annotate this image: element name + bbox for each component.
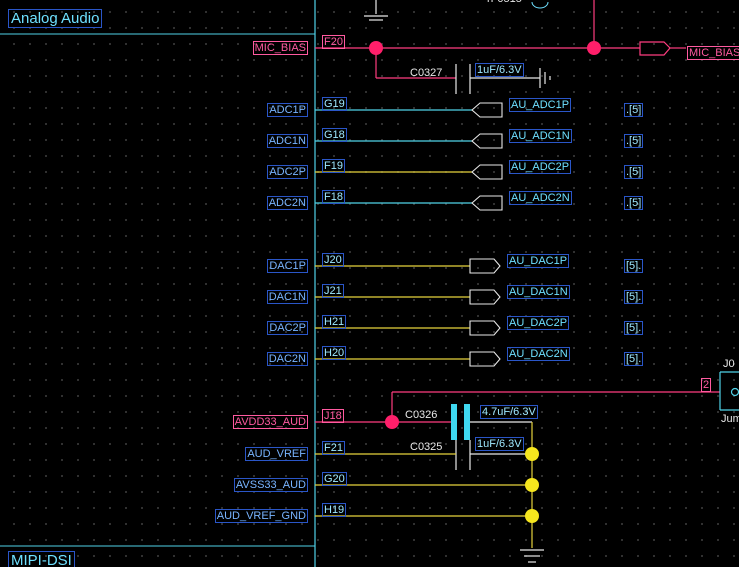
page-ref-au-dac1n[interactable]: [5]. (624, 290, 644, 304)
jumper-label: Jum (721, 413, 739, 425)
c0326-value[interactable]: 4.7uF/6.3V (480, 405, 538, 419)
capacitor-c0326 (451, 404, 532, 440)
net-label-au-dac2n[interactable]: AU_DAC2N (507, 347, 570, 361)
pin-number-h19: H19 (322, 503, 347, 517)
c0326-ref[interactable]: C0326 (405, 409, 438, 421)
capacitor-c0327 (455, 64, 551, 94)
c0327-ref[interactable]: C0327 (410, 67, 443, 79)
top-fragment-label: rF0515 (487, 0, 522, 5)
bottom-ground-symbol (520, 549, 544, 563)
pin-name-mic-bias[interactable]: MIC_BIAS (252, 41, 308, 55)
junction-mic-bias-1 (369, 41, 383, 55)
pin-name-dac2p[interactable]: DAC2P (267, 321, 308, 335)
pin-number-j20: J20 (322, 253, 344, 267)
capacitor-c0325 (455, 440, 532, 470)
block-title: Analog Audio (8, 9, 103, 28)
offpage-connector-au-dac1n[interactable] (469, 289, 501, 305)
page-ref-au-adc2n[interactable]: .[5] (624, 196, 644, 210)
pin-number-g20: G20 (322, 472, 347, 486)
pin-name-aud-vref-gnd[interactable]: AUD_VREF_GND (214, 509, 308, 523)
page-ref-au-dac1p[interactable]: [5]. (624, 259, 644, 273)
offpage-connector-au-dac2n[interactable] (469, 351, 501, 367)
net-label-au-adc2p[interactable]: AU_ADC2P (509, 160, 572, 174)
component-arc (531, 1, 549, 9)
pin-number-g19: G19 (322, 97, 347, 111)
pin-name-adc1n[interactable]: ADC1N (266, 134, 308, 148)
pin-number-f19: F19 (322, 159, 345, 173)
offpage-connector-au-adc2p[interactable] (471, 164, 503, 180)
pin-number-f18: F18 (322, 190, 345, 204)
offpage-connector-au-adc1n[interactable] (471, 133, 503, 149)
page-ref-au-adc2p[interactable]: .[5] (624, 165, 644, 179)
pin-name-adc1p[interactable]: ADC1P (267, 103, 308, 117)
jumper-ref[interactable]: J0 (723, 358, 735, 370)
pin-name-dac1p[interactable]: DAC1P (267, 259, 308, 273)
junction-vref (525, 447, 539, 461)
net-label-au-dac2p[interactable]: AU_DAC2P (507, 316, 570, 330)
jumper-component (719, 371, 739, 411)
offpage-connector-au-dac2p[interactable] (469, 320, 501, 336)
offpage-connector-au-adc1p[interactable] (471, 102, 503, 118)
net-label-au-adc2n[interactable]: AU_ADC2N (509, 191, 572, 205)
section-title: MIPI-DSI (8, 551, 75, 567)
offpage-connector-au-adc2n[interactable] (471, 195, 503, 211)
net-label-au-dac1n[interactable]: AU_DAC1N (507, 285, 570, 299)
pin-number-j21: J21 (322, 284, 344, 298)
pin-name-adc2n[interactable]: ADC2N (266, 196, 308, 210)
component-outline (314, 0, 316, 567)
pin-name-aud-vref[interactable]: AUD_VREF (245, 447, 308, 461)
pin-name-dac1n[interactable]: DAC1N (266, 290, 308, 304)
junction-avss (525, 478, 539, 492)
ground-wires (315, 453, 532, 517)
page-ref-au-dac2p[interactable]: [5]. (624, 321, 644, 335)
pin-number-g18: G18 (322, 128, 347, 142)
pin-number-j18: J18 (322, 409, 344, 423)
pin-number-h21: H21 (322, 315, 347, 329)
junction-mic-bias-2 (587, 41, 601, 55)
top-ground-symbol (364, 0, 388, 21)
mic-bias-net-label[interactable]: MIC_BIAS (687, 46, 739, 60)
jumper-pin-number: 2 (701, 378, 712, 392)
page-ref-au-adc1n[interactable]: .[5] (624, 134, 644, 148)
pin-number-h20: H20 (322, 346, 347, 360)
pin-name-dac2n[interactable]: DAC2N (266, 352, 308, 366)
net-label-au-dac1p[interactable]: AU_DAC1P (507, 254, 570, 268)
pin-number-f20: F20 (322, 35, 345, 49)
c0325-value[interactable]: 1uF/6.3V (475, 437, 524, 451)
offpage-connector-au-dac1p[interactable] (469, 258, 501, 274)
junction-vref-gnd (525, 509, 539, 523)
net-label-au-adc1p[interactable]: AU_ADC1P (509, 98, 572, 112)
c0325-ref[interactable]: C0325 (410, 441, 443, 453)
page-ref-au-adc1p[interactable]: .[5] (624, 103, 644, 117)
net-label-au-adc1n[interactable]: AU_ADC1N (509, 129, 572, 143)
c0327-value[interactable]: 1uF/6.3V (475, 63, 524, 77)
pin-name-avss33-aud[interactable]: AVSS33_AUD (233, 478, 308, 492)
page-ref-au-dac2n[interactable]: [5]. (624, 352, 644, 366)
pin-name-adc2p[interactable]: ADC2P (267, 165, 308, 179)
pin-name-avdd33-aud[interactable]: AVDD33_AUD (232, 415, 308, 429)
junction-avdd33 (385, 415, 399, 429)
pin-number-f21: F21 (322, 441, 345, 455)
mic-bias-offpage-connector (639, 41, 686, 56)
